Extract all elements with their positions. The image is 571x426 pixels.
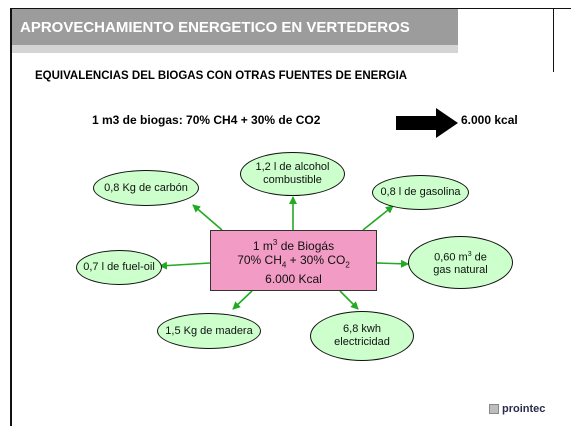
arrow-to-electricity	[339, 290, 359, 310]
prointec-logo: prointec	[489, 403, 545, 415]
ellipse-alcohol: 1,2 l de alcohol combustible	[240, 152, 345, 196]
ellipse-gas-natural: 0,60 m3 de gas natural	[408, 236, 513, 289]
right-arrow-icon	[396, 108, 458, 138]
logo-mark-icon	[489, 404, 499, 414]
arrow-to-fuel-oil	[159, 261, 211, 270]
arrow-to-wood	[232, 290, 253, 310]
energy-result: 6.000 kcal	[461, 113, 518, 127]
biogas-formula: 1 m3 de biogas: 70% CH4 + 30% de CO2	[92, 113, 321, 127]
slide-frame-top	[10, 8, 571, 9]
slide-subtitle: EQUIVALENCIAS DEL BIOGAS CON OTRAS FUENT…	[35, 70, 408, 82]
arrow-to-carbon	[192, 204, 223, 231]
biogas-center-box: 1 m3 de Biogás 70% CH4 + 30% CO2 6.000 K…	[210, 230, 377, 291]
arrow-to-gas-natural	[376, 259, 409, 268]
title-underline-strip	[12, 45, 458, 53]
center-line-composition: 70% CH4 + 30% CO2	[237, 253, 350, 270]
slide-frame-right	[553, 8, 554, 72]
ellipse-wood: 1,5 Kg de madera	[157, 313, 261, 349]
ellipse-gasoline: 0,8 l de gasolina	[372, 175, 469, 210]
arrow-to-gasoline	[362, 205, 394, 231]
ellipse-carbon: 0,8 Kg de carbón	[93, 170, 199, 206]
slide-title: APROVECHAMIENTO ENERGETICO EN VERTEDEROS	[12, 9, 458, 45]
ellipse-fuel-oil: 0,7 l de fuel-oil	[76, 250, 162, 285]
slide-frame-left	[10, 8, 12, 426]
ellipse-electricity: 6,8 kwh electricidad	[310, 311, 414, 361]
center-line-energy: 6.000 Kcal	[265, 272, 322, 287]
center-line-volume: 1 m3 de Biogás	[252, 238, 335, 253]
